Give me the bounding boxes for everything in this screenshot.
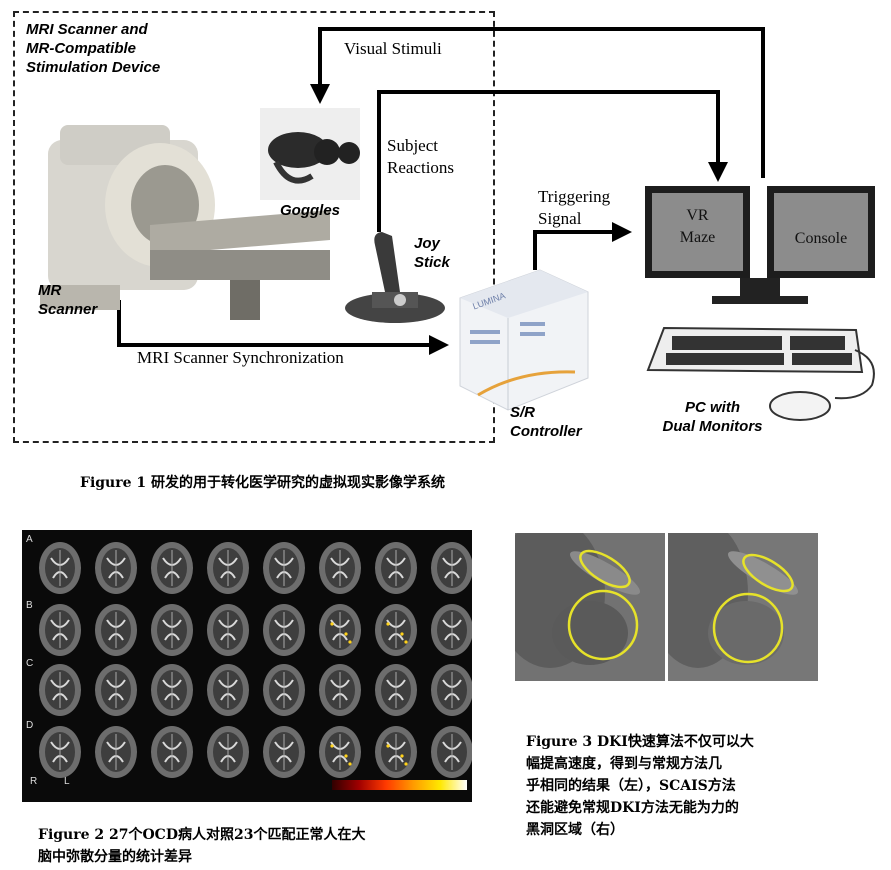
brain-slice bbox=[375, 604, 417, 656]
mr-scanner-image bbox=[40, 125, 330, 320]
pc-line-2: Dual Monitors bbox=[662, 418, 763, 435]
triggering-signal-line-2: Signal bbox=[538, 209, 582, 228]
brain-slice bbox=[151, 542, 193, 594]
sr-controller-line-2: Controller bbox=[510, 423, 582, 440]
subject-reactions-line-2: Reactions bbox=[387, 158, 455, 177]
figure-1-caption: Figure 1 研发的用于转化医学研究的虚拟现实影像学系统 bbox=[80, 475, 445, 491]
triggering-signal-arrow bbox=[533, 222, 632, 270]
device-label-line-3: Stimulation Device bbox=[26, 59, 161, 76]
brain-slice bbox=[375, 664, 417, 716]
device-label-line-1: MRI Scanner and bbox=[26, 21, 148, 38]
brain-slice bbox=[207, 604, 249, 656]
brain-slice bbox=[319, 604, 361, 656]
figure-3-caption-line-4: 还能避免常规DKI方法无能为力的 bbox=[526, 800, 739, 816]
figure-1-arrows bbox=[40, 27, 875, 421]
joystick-line-2: Stick bbox=[414, 254, 450, 271]
dki-image-right bbox=[668, 533, 818, 681]
sr-controller-line-1: S/R bbox=[510, 404, 536, 421]
pc-label: PC with Dual Monitors bbox=[650, 398, 775, 436]
figure-2-caption-line-2: 脑中弥散分量的统计差异 bbox=[38, 849, 192, 865]
brain-slice bbox=[39, 664, 81, 716]
joystick-image bbox=[345, 232, 445, 323]
brain-slice bbox=[431, 604, 472, 656]
monitor-left-line-1: VR bbox=[686, 207, 709, 224]
brain-slice bbox=[39, 726, 81, 778]
figure-3-caption-line-3: 乎相同的结果（左），SCAIS方法 bbox=[526, 778, 736, 794]
device-label-line-2: MR-Compatible bbox=[26, 40, 136, 57]
brain-slice bbox=[95, 664, 137, 716]
orientation-r: R bbox=[30, 776, 38, 787]
orientation-l: L bbox=[64, 776, 70, 787]
sync-label: MRI Scanner Synchronization bbox=[137, 348, 344, 367]
brain-slice bbox=[151, 726, 193, 778]
joystick-line-1: Joy bbox=[414, 235, 440, 252]
goggles-image bbox=[260, 108, 360, 200]
brain-slice bbox=[95, 604, 137, 656]
brain-slice bbox=[263, 542, 305, 594]
figure-3-caption-line-2: 幅提高速度，得到与常规方法几 bbox=[526, 756, 722, 772]
figure-3-caption: Figure 3 DKI快速算法不仅可以大 幅提高速度，得到与常规方法几 乎相同… bbox=[526, 731, 754, 841]
brain-slice bbox=[319, 664, 361, 716]
visual-stimuli-label: Visual Stimuli bbox=[344, 39, 442, 58]
pc-line-1: PC with bbox=[685, 399, 740, 416]
row-label-a: A bbox=[26, 534, 33, 545]
joystick-label: Joy Stick bbox=[414, 234, 450, 272]
goggles-label: Goggles bbox=[280, 202, 341, 219]
brain-slice bbox=[39, 542, 81, 594]
subject-reactions-arrow bbox=[377, 90, 728, 232]
row-label-b: B bbox=[26, 600, 33, 611]
mr-scanner-line-1: MR bbox=[38, 282, 62, 299]
monitor-right-text: Console bbox=[794, 230, 848, 247]
subject-reactions-line-1: Subject bbox=[387, 136, 438, 155]
brain-slice bbox=[151, 664, 193, 716]
sr-controller-label: S/R Controller bbox=[510, 403, 582, 441]
keyboard-image bbox=[646, 326, 875, 421]
brain-slice bbox=[207, 542, 249, 594]
brain-slice bbox=[151, 604, 193, 656]
figure-3-caption-line-1: Figure 3 DKI快速算法不仅可以大 bbox=[526, 734, 754, 750]
monitor-left-line-2: Maze bbox=[679, 229, 716, 246]
brain-slice bbox=[319, 726, 361, 778]
brain-slice bbox=[207, 726, 249, 778]
left-upper-circle bbox=[579, 549, 631, 589]
right-lower-circle bbox=[712, 592, 784, 664]
brain-slice bbox=[431, 664, 472, 716]
brain-slice bbox=[207, 664, 249, 716]
figure-2-caption-line-1: Figure 2 27个OCD病人对照23个匹配正常人在大 bbox=[38, 827, 366, 843]
row-label-d: D bbox=[26, 720, 34, 731]
brain-slice bbox=[375, 726, 417, 778]
dki-image-left bbox=[515, 533, 665, 681]
brain-slice bbox=[431, 726, 472, 778]
brain-slice bbox=[263, 664, 305, 716]
triggering-signal-line-1: Triggering bbox=[538, 187, 611, 206]
brain-slice-panel: A B C D R L bbox=[22, 530, 472, 802]
left-lower-circle bbox=[567, 589, 639, 661]
brain-slices bbox=[39, 542, 472, 778]
monitor-left-text: VR Maze bbox=[660, 205, 735, 249]
device-label: MRI Scanner and MR-Compatible Stimulatio… bbox=[26, 20, 160, 77]
dual-monitors-image bbox=[645, 186, 875, 304]
brain-slice bbox=[95, 726, 137, 778]
sr-controller-image bbox=[459, 269, 589, 411]
brain-slice bbox=[263, 604, 305, 656]
visual-stimuli-arrow bbox=[310, 27, 765, 178]
device-boundary bbox=[13, 11, 495, 443]
brain-slice bbox=[431, 542, 472, 594]
triggering-signal-label: Triggering Signal bbox=[538, 186, 610, 230]
brain-slice bbox=[39, 604, 81, 656]
row-label-c: C bbox=[26, 658, 34, 669]
mr-scanner-line-2: Scanner bbox=[38, 301, 98, 318]
sync-arrow bbox=[117, 300, 449, 355]
brain-slice bbox=[263, 726, 305, 778]
subject-reactions-label: Subject Reactions bbox=[387, 135, 454, 179]
brain-slice bbox=[375, 542, 417, 594]
figure-3-caption-line-5: 黑洞区域（右） bbox=[526, 822, 624, 838]
brain-slice bbox=[95, 542, 137, 594]
color-scale-bar bbox=[332, 780, 467, 790]
figure-2-caption: Figure 2 27个OCD病人对照23个匹配正常人在大 脑中弥散分量的统计差… bbox=[38, 824, 365, 868]
mr-scanner-label: MR Scanner bbox=[38, 281, 97, 319]
right-upper-circle bbox=[742, 553, 794, 593]
brain-slice bbox=[319, 542, 361, 594]
